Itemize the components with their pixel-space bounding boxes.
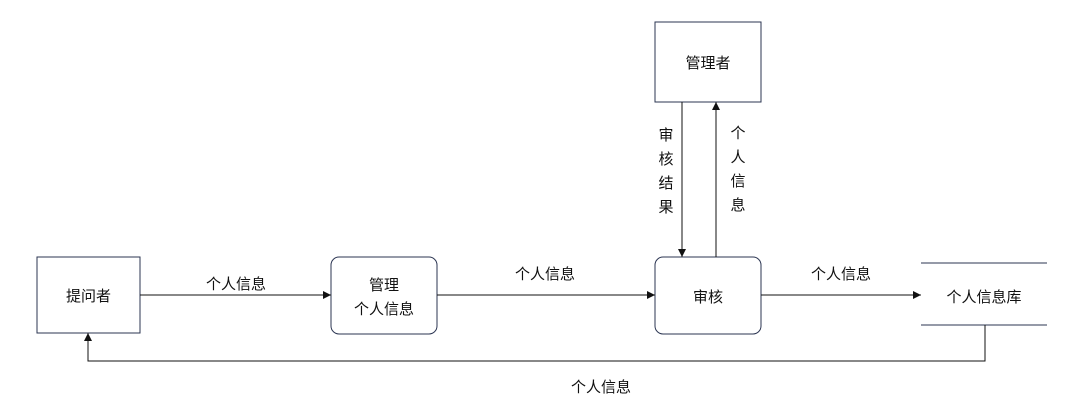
edge-admin-to-review-char-1: 审 <box>658 126 673 144</box>
node-review: 审核 <box>654 256 762 335</box>
edge-review-to-admin: 个 人 信 息 <box>712 102 746 257</box>
node-admin-label: 管理者 <box>685 54 730 72</box>
edge-questioner-to-manage: 个人信息 <box>140 275 331 299</box>
edge-admin-to-review-char-3: 结 <box>658 174 673 192</box>
node-admin: 管理者 <box>654 21 762 103</box>
edge-store-to-questioner-label: 个人信息 <box>571 378 631 396</box>
edge-store-to-questioner: 个人信息 <box>84 325 986 396</box>
edge-review-to-admin-char-4: 息 <box>730 196 745 214</box>
edge-admin-to-review: 审 核 结 果 <box>658 102 686 257</box>
node-manage-info-line-2: 个人信息 <box>354 300 414 318</box>
edge-manage-to-review-label: 个人信息 <box>515 265 575 283</box>
node-questioner: 提问者 <box>36 256 141 334</box>
edge-review-to-store: 个人信息 <box>761 265 921 299</box>
edge-review-to-admin-char-2: 人 <box>730 148 745 166</box>
node-manage-info-line-1: 管理 <box>369 276 399 294</box>
node-manage-info: 管理 个人信息 <box>330 256 438 335</box>
node-info-store: 个人信息库 <box>921 262 1047 326</box>
edge-admin-to-review-char-2: 核 <box>658 150 673 168</box>
node-review-label: 审核 <box>693 288 723 306</box>
node-questioner-label: 提问者 <box>66 287 111 305</box>
edge-store-to-questioner-arrow <box>84 325 986 362</box>
edge-admin-to-review-char-4: 果 <box>658 198 673 216</box>
node-info-store-label: 个人信息库 <box>946 288 1021 306</box>
edge-review-to-store-label: 个人信息 <box>811 265 871 283</box>
edge-review-to-admin-char-1: 个 <box>730 124 745 142</box>
edge-review-to-admin-char-3: 信 <box>730 172 745 190</box>
edge-questioner-to-manage-label: 个人信息 <box>206 275 266 293</box>
edge-manage-to-review: 个人信息 <box>437 265 655 299</box>
